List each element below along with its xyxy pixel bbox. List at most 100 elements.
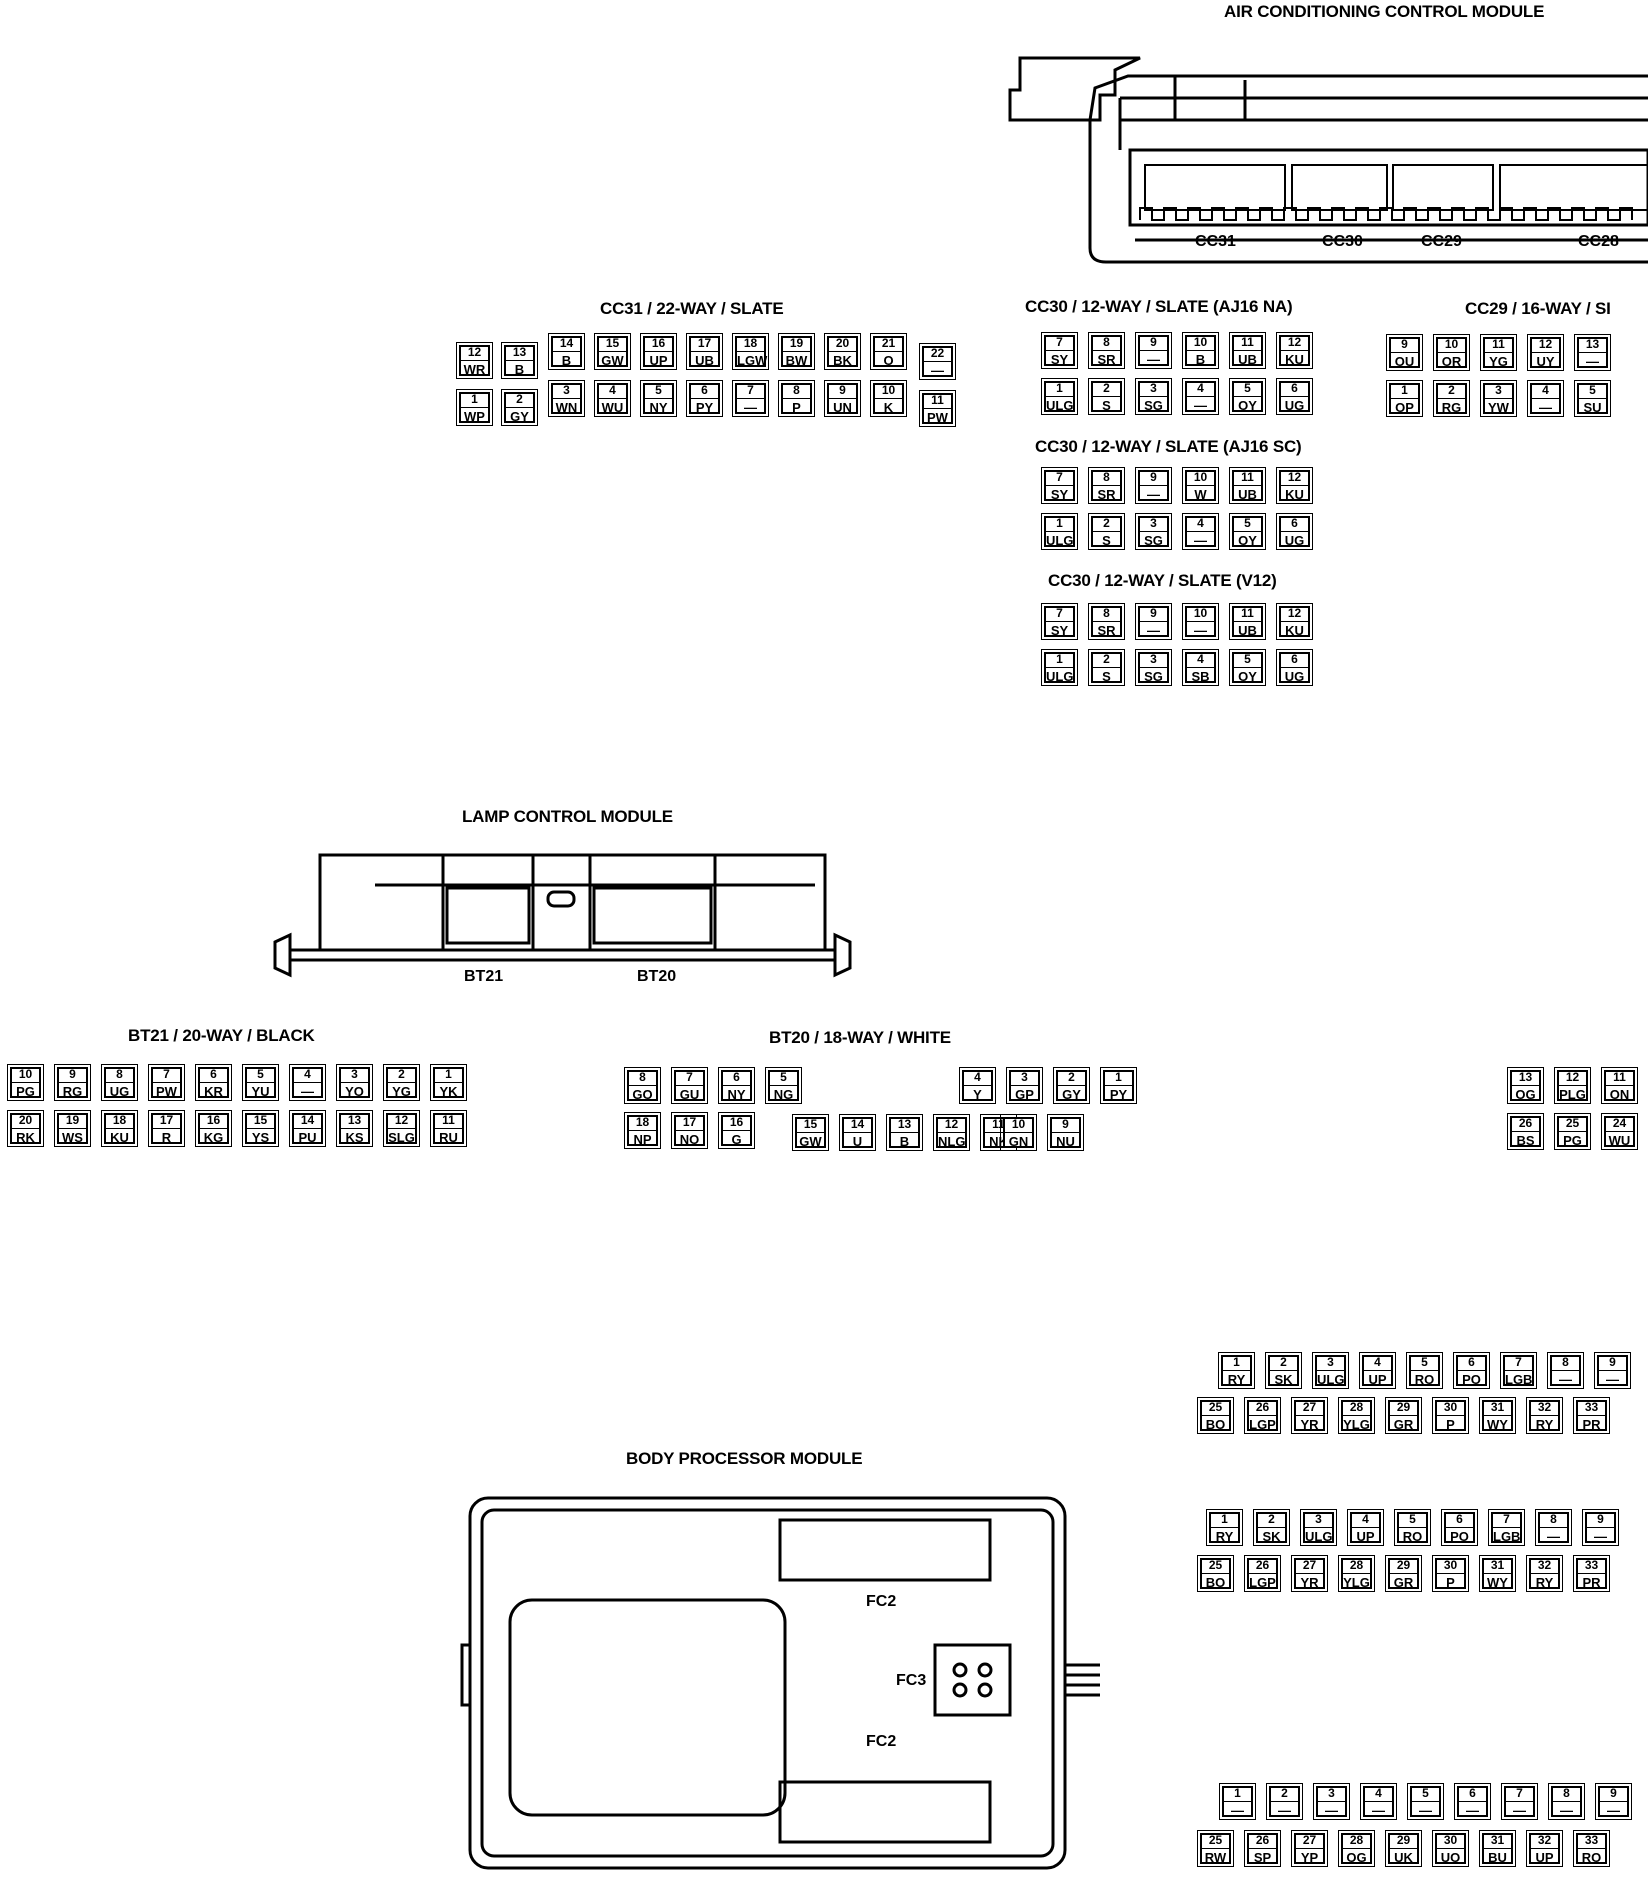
wire-color: UP <box>645 350 672 367</box>
pin-number: 15 <box>253 1112 268 1127</box>
wire-color: RG <box>1438 397 1465 414</box>
pin-number: 33 <box>1584 1832 1599 1847</box>
wire-color: — <box>924 360 951 377</box>
pin-number: 13 <box>897 1116 912 1131</box>
pin-number: 33 <box>1584 1399 1599 1414</box>
cc30v12-pin-9: 9— <box>1135 603 1172 640</box>
wire-color: WP <box>461 406 488 423</box>
wire-color: SR <box>1093 620 1120 637</box>
pin-number: 16 <box>206 1112 221 1127</box>
wire-color: YG <box>388 1081 415 1098</box>
fc2a-pin-8: 8— <box>1547 1352 1584 1389</box>
pin-number: 9 <box>1609 1354 1616 1369</box>
pin-number: 22 <box>930 345 945 360</box>
wire-color: BU <box>1484 1847 1511 1864</box>
wire-color: OG <box>1343 1847 1370 1864</box>
wire-color: LGB <box>1505 1369 1533 1387</box>
pin-number: 8 <box>1103 605 1110 620</box>
pin-number: 12 <box>1287 605 1302 620</box>
wire-color: PU <box>294 1127 321 1144</box>
pin-number: 14 <box>850 1116 865 1131</box>
pin-number: 1 <box>1115 1069 1122 1084</box>
wire-color: PR <box>1578 1414 1605 1431</box>
wire-color: OG <box>1512 1084 1539 1101</box>
pin-number: 8 <box>1103 469 1110 484</box>
pin-number: 2 <box>1448 382 1455 397</box>
wire-color: RG <box>59 1081 86 1098</box>
wire-color: UG <box>1281 530 1308 547</box>
pin-number: 32 <box>1537 1399 1552 1414</box>
pin-number: 30 <box>1443 1832 1458 1847</box>
wire-color: GR <box>1390 1414 1417 1431</box>
cc29-pin-13: 13— <box>1574 334 1611 371</box>
wire-color: — <box>1412 1800 1439 1817</box>
pin-number: 1 <box>1056 515 1063 530</box>
bt20-label: BT20 <box>637 968 677 985</box>
pin-number: 3 <box>1150 515 1157 530</box>
wire-color: NO <box>676 1129 703 1146</box>
wire-color: GW <box>599 350 626 367</box>
wire-color: RU <box>435 1127 462 1144</box>
pin-number: 2 <box>1103 515 1110 530</box>
wire-color: NP <box>629 1129 656 1146</box>
wire-color: GN <box>1005 1131 1032 1148</box>
pin-number: 11 <box>931 392 944 407</box>
pin-number: 6 <box>733 1069 740 1084</box>
pin-number: 28 <box>1349 1399 1364 1414</box>
pin-number: 13 <box>1518 1069 1533 1084</box>
pin-number: 12 <box>1565 1069 1580 1084</box>
wire-color: RO <box>1578 1847 1605 1864</box>
pin-number: 3 <box>1327 1354 1334 1369</box>
pin-number: 12 <box>1287 334 1302 349</box>
pin-number: 10 <box>1193 334 1208 349</box>
pin-number: 11 <box>1241 334 1254 349</box>
pin-number: 4 <box>304 1066 311 1081</box>
wire-color: YLG <box>1343 1414 1370 1432</box>
pin-number: 26 <box>1255 1832 1270 1847</box>
wire-color: PO <box>1446 1526 1473 1543</box>
wire-color: R <box>153 1127 180 1144</box>
wire-color: SK <box>1270 1369 1297 1386</box>
pin-number: 29 <box>1396 1399 1411 1414</box>
wire-color: UY <box>1532 351 1559 368</box>
wire-color: PW <box>924 407 951 424</box>
cc31-pin-7: 7— <box>732 380 769 417</box>
pin-number: 2 <box>1268 1511 1275 1526</box>
pin-number: 27 <box>1302 1557 1317 1572</box>
pin-number: 16 <box>729 1114 744 1129</box>
pin-number: 1 <box>1233 1354 1240 1369</box>
pin-number: 8 <box>639 1069 646 1084</box>
wire-color: RO <box>1399 1526 1426 1543</box>
pin-number: 25 <box>1565 1115 1580 1130</box>
wire-color: OY <box>1234 666 1261 683</box>
wire-color: — <box>1506 1800 1533 1817</box>
cc29-label: CC29 <box>1421 233 1462 250</box>
pin-number: 30 <box>1443 1557 1458 1572</box>
pin-number: 3 <box>1150 651 1157 666</box>
wire-color: NY <box>723 1084 750 1101</box>
